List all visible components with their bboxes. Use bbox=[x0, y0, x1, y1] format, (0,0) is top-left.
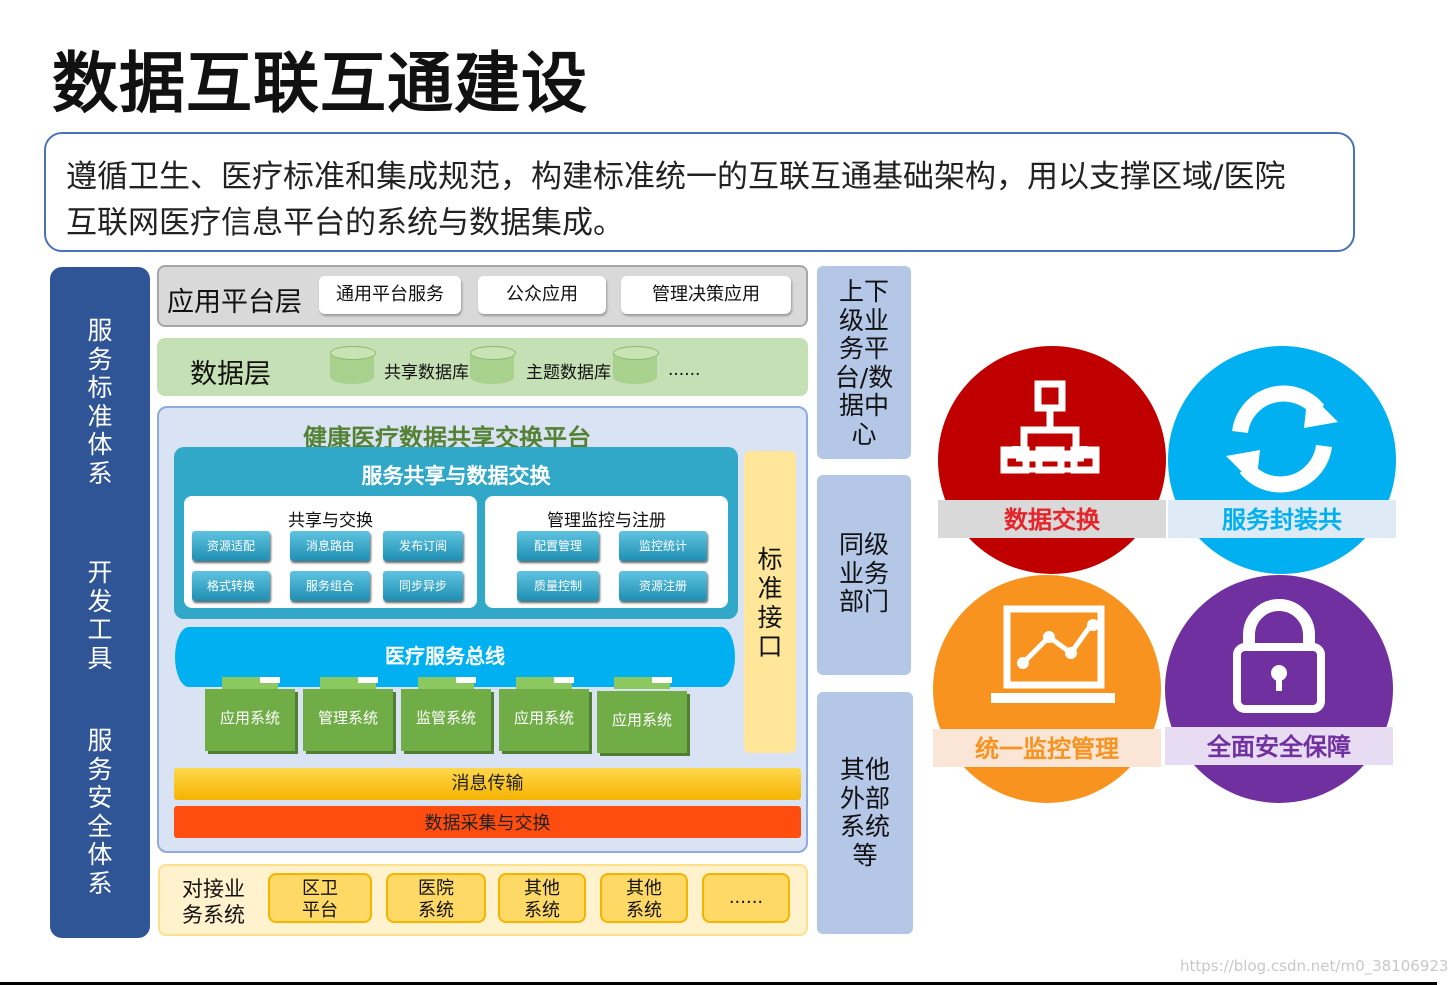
app-item-decision: 管理决策应用 bbox=[621, 276, 791, 314]
app-item-general-service: 通用平台服务 bbox=[319, 276, 461, 314]
page-title: 数据互联互通建设 bbox=[52, 45, 588, 122]
topic-db-label: 主题数据库 bbox=[526, 363, 611, 383]
system-connector bbox=[320, 677, 378, 689]
app-layer-title: 应用平台层 bbox=[167, 287, 302, 318]
business-item: 其他系统 bbox=[600, 873, 688, 923]
business-item: 区卫平台 bbox=[268, 873, 372, 923]
database-icon bbox=[470, 346, 516, 384]
service-compose-button: 服务组合 bbox=[290, 571, 370, 601]
system-connector bbox=[222, 677, 280, 689]
feature-label: 全面安全保障 bbox=[1165, 727, 1393, 765]
app-item-public: 公众应用 bbox=[478, 276, 606, 314]
feature-service-wrap: 服务封装共 bbox=[1168, 346, 1396, 574]
left-sidebar: 服务标准体系 开发工具 服务安全体系 bbox=[50, 267, 150, 938]
system-connector bbox=[614, 677, 672, 689]
external-systems-box: 其他外部系统等 bbox=[817, 692, 913, 934]
bottom-rule bbox=[0, 982, 1437, 985]
business-item-more: ...... bbox=[702, 873, 790, 923]
security-system-label: 服务安全体系 bbox=[87, 726, 113, 898]
system-box: 应用系统 bbox=[499, 689, 589, 751]
org-chart-icon bbox=[1000, 380, 1100, 474]
monitor-chart-icon bbox=[991, 605, 1115, 703]
feature-data-exchange: 数据交换 bbox=[938, 346, 1166, 574]
database-icon bbox=[330, 346, 376, 384]
bus-title: 医疗服务总线 bbox=[385, 644, 505, 668]
sync-async-button: 同步异步 bbox=[383, 571, 463, 601]
manage-monitor-panel: 管理监控与注册 配置管理 监控统计 质量控制 资源注册 bbox=[485, 496, 728, 608]
watermark: https://blog.csdn.net/m0_38106923 bbox=[1180, 957, 1448, 975]
system-box: 应用系统 bbox=[205, 689, 295, 751]
refresh-icon bbox=[1226, 385, 1338, 493]
system-connector bbox=[418, 677, 476, 689]
data-layer-title: 数据层 bbox=[190, 359, 271, 390]
monitor-stat-button: 监控统计 bbox=[619, 531, 707, 561]
system-box: 应用系统 bbox=[597, 691, 687, 753]
upper-lower-platform-box: 上下级业务平台/数据中心 bbox=[817, 266, 911, 459]
message-transfer-bar: 消息传输 bbox=[174, 768, 801, 800]
business-item: 其他系统 bbox=[498, 873, 586, 923]
data-collect-bar: 数据采集与交换 bbox=[174, 806, 801, 838]
quality-control-button: 质量控制 bbox=[517, 571, 599, 601]
lock-icon bbox=[1233, 599, 1325, 713]
intro-line-1: 遵循卫生、医疗标准和集成规范，构建标准统一的互联互通基础架构，用以支撑区域/医院 bbox=[66, 159, 1286, 195]
share-exchange-title: 共享与交换 bbox=[288, 511, 373, 531]
peer-department-label: 同级业务部门 bbox=[838, 530, 889, 616]
feature-label: 数据交换 bbox=[938, 500, 1166, 538]
resource-adapt-button: 资源适配 bbox=[192, 531, 270, 561]
peer-department-box: 同级业务部门 bbox=[817, 475, 911, 675]
publish-subscribe-button: 发布订阅 bbox=[383, 531, 463, 561]
external-systems-label: 其他外部系统等 bbox=[839, 755, 890, 870]
feature-monitor: 统一监控管理 bbox=[933, 575, 1161, 803]
system-connector bbox=[516, 677, 574, 689]
business-item: 医院系统 bbox=[386, 873, 486, 923]
share-exchange-panel: 共享与交换 资源适配 消息路由 发布订阅 格式转换 服务组合 同步异步 bbox=[184, 496, 477, 608]
standard-interface-label: 标准接口 bbox=[757, 545, 783, 661]
service-exchange-title: 服务共享与数据交换 bbox=[361, 464, 551, 488]
service-standard-label: 服务标准体系 bbox=[87, 316, 113, 488]
intro-box: 遵循卫生、医疗标准和集成规范，构建标准统一的互联互通基础架构，用以支撑区域/医院… bbox=[44, 132, 1355, 252]
feature-security: 全面安全保障 bbox=[1165, 575, 1393, 803]
shared-db-label: 共享数据库 bbox=[384, 363, 469, 383]
system-box: 监管系统 bbox=[401, 689, 491, 751]
manage-monitor-title: 管理监控与注册 bbox=[547, 511, 666, 531]
database-icon bbox=[613, 346, 659, 384]
system-box: 管理系统 bbox=[303, 689, 393, 751]
intro-line-2: 互联网医疗信息平台的系统与数据集成。 bbox=[66, 205, 624, 241]
standard-interface: 标准接口 bbox=[744, 451, 796, 753]
dev-tools-label: 开发工具 bbox=[87, 558, 113, 673]
format-convert-button: 格式转换 bbox=[192, 571, 270, 601]
upper-lower-platform-label: 上下级业务平台/数据中心 bbox=[834, 277, 894, 449]
resource-register-button: 资源注册 bbox=[619, 571, 707, 601]
feature-label: 统一监控管理 bbox=[933, 729, 1161, 767]
business-systems-title: 对接业 务系统 bbox=[182, 877, 245, 927]
config-manage-button: 配置管理 bbox=[517, 531, 599, 561]
message-route-button: 消息路由 bbox=[290, 531, 370, 561]
more-db-label: ...... bbox=[668, 360, 701, 380]
feature-label: 服务封装共 bbox=[1168, 500, 1396, 538]
